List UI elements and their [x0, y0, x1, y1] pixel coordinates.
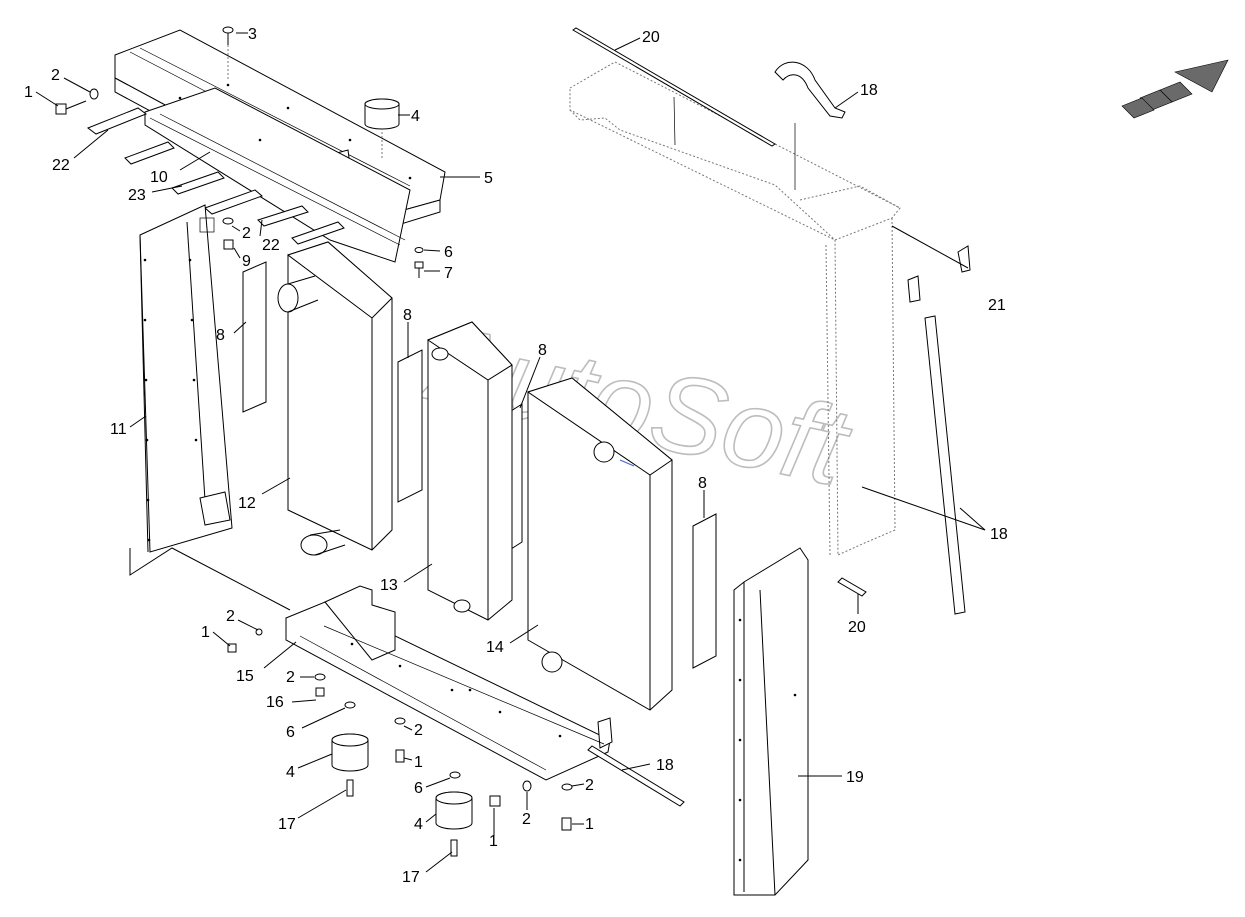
callout-22a: 22 [52, 157, 70, 174]
callout-9: 9 [242, 253, 251, 270]
callout-5: 5 [484, 170, 493, 187]
callout-14: 14 [486, 639, 504, 656]
cooler-core-14 [526, 377, 673, 711]
strip-20-top [572, 27, 776, 147]
bolts-lower [227, 628, 573, 831]
seal-strip-8a [242, 261, 267, 413]
pads [86, 107, 345, 245]
side-panel-left [139, 204, 233, 553]
washer-2-9 [222, 217, 234, 250]
mount-4-left [331, 701, 369, 797]
callout-11: 11 [110, 421, 127, 438]
callout-2c: 2 [226, 608, 235, 625]
callout-13: 13 [380, 577, 398, 594]
cooler-core-12 [277, 241, 393, 556]
callout-8c: 8 [538, 342, 547, 359]
callout-10: 10 [150, 169, 168, 186]
leader-lines [35, 32, 986, 873]
callout-22b: 22 [262, 237, 280, 254]
callout-18c: 18 [656, 757, 674, 774]
callout-8d: 8 [698, 475, 707, 492]
callout-4b: 4 [286, 764, 295, 781]
callout-20b: 20 [848, 619, 866, 636]
callout-3: 3 [248, 26, 257, 43]
callout-1a: 1 [24, 84, 33, 101]
seal-18-bottom [587, 745, 685, 807]
callout-6a: 6 [444, 244, 453, 261]
callout-17a: 17 [278, 816, 296, 833]
bolt-6-7 [414, 247, 424, 278]
callout-19: 19 [846, 769, 864, 786]
callout-1d: 1 [489, 833, 498, 850]
callout-2g: 2 [585, 777, 594, 794]
callout-17b: 17 [402, 869, 420, 886]
callout-1b: 1 [201, 624, 210, 641]
seal-18-top [774, 61, 846, 119]
strip-20-bottom [837, 577, 867, 597]
callout-2d: 2 [286, 669, 295, 686]
mount-4-right [435, 771, 473, 857]
direction-arrow-icon [1121, 59, 1229, 119]
callout-16: 16 [266, 694, 284, 711]
side-panel-right [733, 547, 809, 896]
callout-2f: 2 [522, 811, 531, 828]
callout-2a: 2 [51, 67, 60, 84]
callout-1e: 1 [585, 816, 594, 833]
callout-20a: 20 [642, 29, 660, 46]
shroud [569, 61, 901, 556]
mount-4-top [364, 98, 400, 160]
callout-6c: 6 [414, 780, 423, 797]
callout-6b: 6 [286, 724, 295, 741]
seal-18-right [924, 315, 966, 615]
callout-2b: 2 [242, 225, 251, 242]
callout-8b: 8 [403, 307, 412, 324]
callout-23: 23 [128, 187, 146, 204]
top-frame [114, 29, 446, 263]
callout-18a: 18 [860, 82, 878, 99]
callout-1c: 1 [414, 754, 423, 771]
callout-4a: 4 [411, 108, 420, 125]
bottom-frame [285, 585, 613, 781]
callouts: 1 2 3 4 5 22 10 23 2 9 22 6 7 8 8 8 8 11… [24, 26, 1008, 886]
clip-21 [907, 245, 971, 303]
bolt-3 [222, 26, 234, 80]
seal-strip-8b [397, 349, 423, 503]
callout-8a: 8 [216, 327, 225, 344]
bolt-1-top [55, 88, 99, 115]
cooler-core-13 [426, 321, 513, 621]
callout-15: 15 [236, 668, 254, 685]
seal-strip-8d [692, 513, 717, 669]
callout-4c: 4 [414, 816, 423, 833]
callout-21: 21 [988, 297, 1006, 314]
callout-7: 7 [444, 265, 453, 282]
callout-12: 12 [238, 495, 256, 512]
callout-2e: 2 [414, 722, 423, 739]
callout-18b: 18 [990, 526, 1008, 543]
